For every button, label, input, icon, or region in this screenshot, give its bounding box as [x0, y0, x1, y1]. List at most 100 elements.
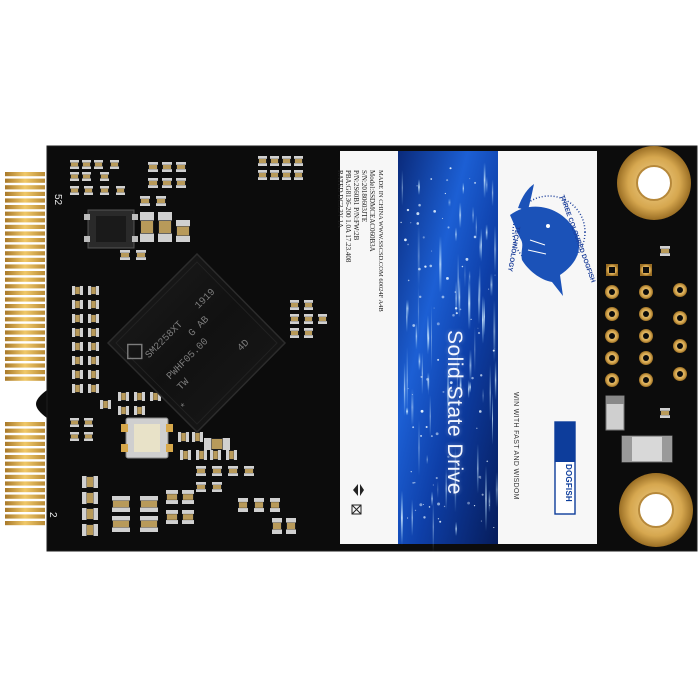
controller-chip: SM2258XT 1919 G AB PWHF05.00 TW 4D * — [106, 252, 287, 434]
connector-finger — [5, 244, 45, 249]
smd-part — [140, 212, 154, 242]
smd-part — [120, 250, 130, 260]
light-dot — [407, 388, 409, 390]
light-dot — [477, 331, 481, 335]
light-streak — [494, 360, 497, 401]
light-dot — [416, 222, 420, 225]
light-streak — [406, 407, 409, 416]
light-dot — [437, 502, 441, 506]
light-dot — [432, 484, 435, 486]
smd-part — [72, 384, 83, 393]
light-dot — [404, 238, 407, 242]
smd-part — [192, 432, 203, 442]
smd-part — [94, 160, 103, 169]
light-streak — [456, 339, 458, 406]
connector-finger — [5, 461, 45, 466]
connector-finger — [5, 481, 45, 486]
light-dot — [435, 432, 439, 436]
light-dot — [437, 518, 440, 520]
light-dot — [494, 348, 496, 350]
edge-connector — [5, 172, 45, 526]
light-dot — [433, 307, 435, 309]
light-streak — [469, 349, 472, 382]
light-dot — [494, 274, 496, 276]
connector-finger — [5, 435, 45, 440]
connector-finger — [5, 172, 45, 177]
light-dot — [470, 318, 472, 321]
smd-part — [178, 432, 189, 442]
connector-finger — [5, 501, 45, 506]
connector-finger — [5, 178, 45, 183]
smd-part — [176, 178, 186, 188]
smd-part — [196, 482, 206, 492]
mounting-hole-top — [617, 146, 691, 220]
connector-finger — [5, 488, 45, 493]
light-dot — [418, 203, 421, 207]
light-streak — [429, 395, 431, 438]
smd-part — [204, 438, 230, 450]
smd-part — [118, 392, 129, 401]
smd-part — [150, 392, 161, 401]
connector-finger — [5, 337, 45, 342]
light-dot — [425, 425, 428, 429]
light-streak — [474, 326, 476, 373]
light-streak — [489, 364, 491, 422]
connector-finger — [5, 290, 45, 295]
light-streak — [480, 228, 482, 262]
connector-finger — [5, 224, 45, 229]
light-dot — [492, 349, 495, 352]
smd-part — [226, 450, 237, 460]
smd-components — [70, 156, 670, 536]
light-streak — [455, 280, 457, 316]
light-streak — [485, 465, 487, 532]
connector-finger — [5, 310, 45, 315]
connector-finger — [5, 251, 45, 256]
pin-number-top: 52 — [52, 194, 63, 206]
light-streak — [483, 162, 486, 199]
light-dot — [423, 503, 425, 505]
smd-part — [196, 450, 207, 460]
smd-part — [82, 492, 98, 504]
smd-part — [290, 314, 299, 324]
smd-part — [162, 178, 172, 188]
smd-part — [82, 172, 91, 181]
light-streak — [454, 445, 457, 513]
connector-finger — [5, 264, 45, 269]
light-dot — [447, 226, 450, 229]
light-dot — [446, 276, 449, 280]
light-streak — [492, 393, 493, 445]
light-dot — [429, 264, 433, 268]
connector-finger — [5, 185, 45, 190]
smd-part — [182, 510, 194, 524]
smd-part — [72, 370, 83, 379]
connector-finger — [5, 343, 45, 348]
connector-finger — [5, 304, 45, 309]
connector-finger — [5, 428, 45, 433]
light-dot — [447, 455, 450, 458]
light-dot — [471, 376, 474, 380]
light-dot — [443, 505, 446, 508]
smd-part — [254, 498, 264, 512]
light-streak — [476, 443, 479, 494]
smd-part — [88, 342, 99, 351]
smd-part — [88, 370, 99, 379]
light-streak — [455, 227, 457, 242]
light-streak — [403, 362, 406, 417]
smd-part — [72, 300, 83, 309]
light-dot — [412, 481, 415, 484]
dogfish-logo — [510, 184, 586, 296]
smd-part — [176, 220, 190, 242]
label-pn-line: P/N:2S60B1 P/N:FW:2B — [352, 170, 360, 241]
light-dot — [412, 426, 415, 429]
light-dot — [493, 526, 495, 529]
smd-part — [84, 432, 93, 441]
light-dot — [467, 501, 470, 505]
light-dot — [437, 358, 440, 361]
smd-part — [88, 356, 99, 365]
connector-finger — [5, 514, 45, 519]
pin-number-bottom: 2 — [47, 512, 58, 518]
smd-part — [70, 418, 79, 427]
connector-finger — [5, 455, 45, 460]
smd-part — [148, 178, 158, 188]
light-dot — [480, 520, 482, 522]
